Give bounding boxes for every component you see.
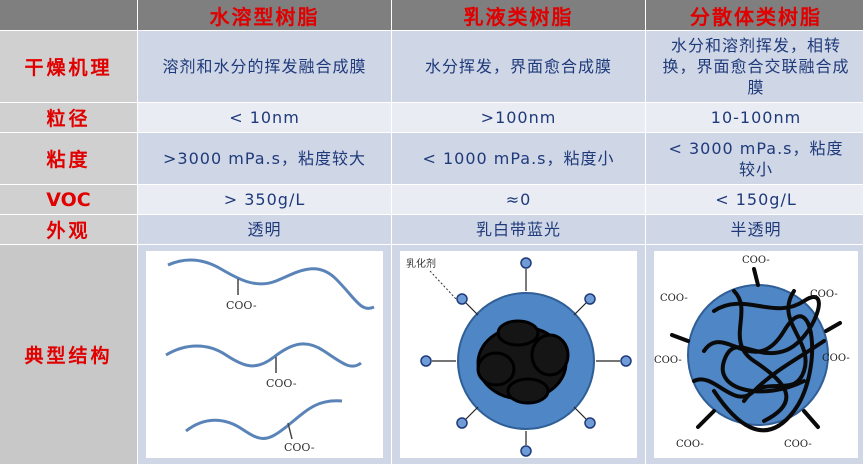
polymer-chain-2 [165,342,362,368]
appearance-water-soluble: 透明 [138,215,391,244]
emulsifier-label: 乳化剂 [406,257,436,270]
viscosity-emulsion: < 1000 mPa.s，粘度小 [392,133,645,184]
drying-emulsion: 水分挥发，界面愈合成膜 [392,31,645,102]
dispersion-coo-3: COO- [810,289,838,300]
chain-3-coo-label: COO- [284,441,315,454]
drying-dispersion: 水分和溶剂挥发，相转换，界面愈合交联融合成膜 [646,31,863,102]
dispersion-coo-4: COO- [654,355,682,366]
row-label-structure: 典型结构 [0,245,137,464]
drying-water-soluble: 溶剂和水分的挥发融合成膜 [138,31,391,102]
structure-dispersion-cell: COO- COO- COO- COO- COO- COO- COO- [646,245,863,464]
dispersion-coo-1: COO- [742,255,770,266]
structure-emulsion-cell: 乳化剂 [392,245,645,464]
row-label-appearance: 外观 [0,215,137,244]
dispersion-polymer-tangle [670,267,842,433]
particle-emulsion: >100nm [392,103,645,132]
chain-1-coo-label: COO- [226,299,257,312]
row-label-viscosity: 粘度 [0,133,137,184]
appearance-emulsion: 乳白带蓝光 [392,215,645,244]
header-water-soluble-resin: 水溶型树脂 [138,0,391,30]
particle-water-soluble: < 10nm [138,103,391,132]
dispersion-coo-7: COO- [784,439,812,450]
dispersion-particle-figure: COO- COO- COO- COO- COO- COO- COO- [654,255,850,450]
chain-2-coo-label: COO- [266,377,297,390]
voc-water-soluble: > 350g/L [138,185,391,214]
appearance-dispersion: 半透明 [646,215,863,244]
header-corner [0,0,137,30]
row-label-drying: 干燥机理 [0,31,137,102]
header-emulsion-resin: 乳液类树脂 [392,0,645,30]
voc-emulsion: ≈0 [392,185,645,214]
emulsifier-arrows [432,269,620,445]
dispersion-coo-2: COO- [660,293,688,304]
emulsion-polymer-core [476,319,570,405]
dispersion-coo-6: COO- [676,439,704,450]
structure-water-soluble-cell: COO- COO- COO- [138,245,391,464]
row-label-voc: VOC [0,185,137,214]
dispersion-coo-5: COO- [822,353,850,364]
polymer-chains-figure: COO- COO- COO- [165,258,375,454]
structure-dispersion-diagram: COO- COO- COO- COO- COO- COO- COO- [654,251,858,458]
particle-dispersion: 10-100nm [646,103,863,132]
structure-emulsion-diagram: 乳化剂 [400,251,637,458]
row-label-particle-size: 粒径 [0,103,137,132]
header-dispersion-resin: 分散体类树脂 [646,0,863,30]
emulsifier-pointer [429,270,457,300]
dispersion-coo-labels: COO- COO- COO- COO- COO- COO- COO- [654,255,850,450]
polymer-chain-1 [167,258,375,310]
voc-dispersion: < 150g/L [646,185,863,214]
viscosity-water-soluble: >3000 mPa.s，粘度较大 [138,133,391,184]
chain-3-branch [287,422,293,440]
structure-water-soluble-diagram: COO- COO- COO- [146,251,383,458]
viscosity-dispersion: < 3000 mPa.s，粘度较小 [646,133,863,184]
emulsion-particle-figure: 乳化剂 [406,257,632,457]
emulsifier-dots [420,257,632,457]
polymer-chain-3 [185,399,343,440]
